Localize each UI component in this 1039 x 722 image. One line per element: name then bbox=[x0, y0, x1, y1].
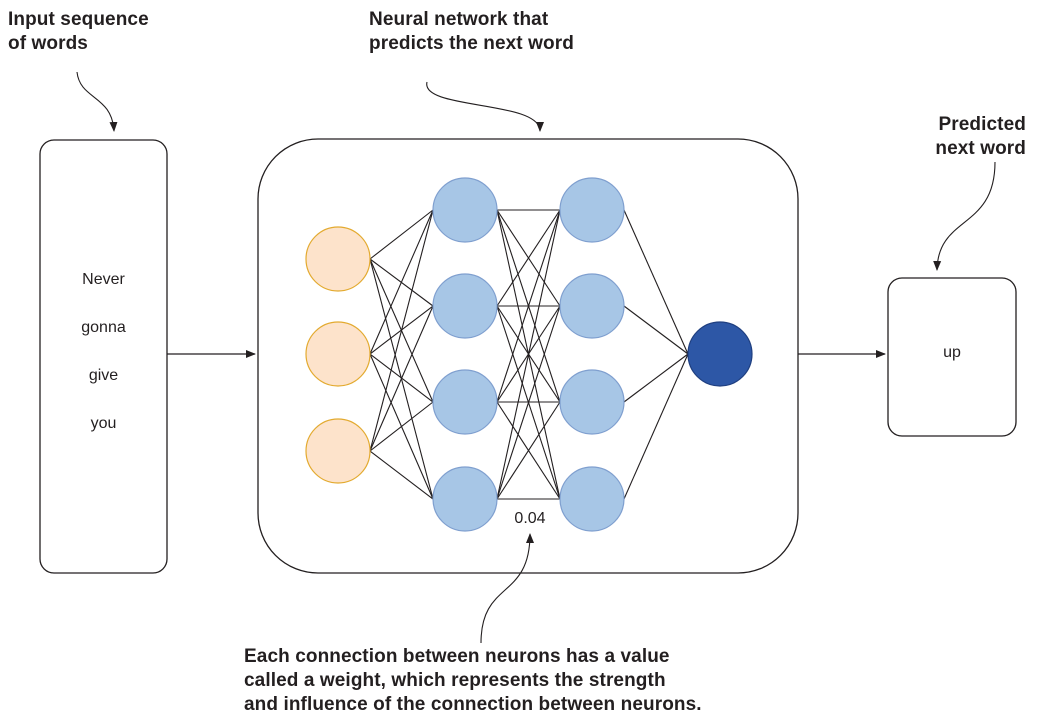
output-label-leader-arrow bbox=[933, 161, 996, 271]
input-word: Never bbox=[82, 271, 125, 288]
connection-line bbox=[496, 209, 561, 307]
predicted-next-word-label: Predicted next word bbox=[930, 113, 1026, 161]
predicted-word-box bbox=[887, 277, 1017, 437]
weight-note-line-1: Each connection between neurons has a va… bbox=[244, 646, 670, 667]
hidden-neuron-layer-1 bbox=[432, 466, 498, 532]
connection-line bbox=[369, 209, 434, 355]
network-neurons bbox=[305, 177, 753, 532]
connection-line bbox=[369, 209, 434, 260]
weight-value-label: 0.04 bbox=[514, 510, 545, 527]
input-word: give bbox=[88, 367, 119, 384]
connection-line bbox=[496, 209, 561, 500]
neural-network-label: Neural network that predicts the next wo… bbox=[369, 8, 574, 56]
network-label-line-2: predicts the next word bbox=[369, 33, 574, 54]
hidden-neuron-layer-2 bbox=[559, 466, 625, 532]
input-word: gonna bbox=[81, 319, 126, 336]
connection-line bbox=[623, 305, 689, 355]
network-label-leader-arrow bbox=[426, 81, 544, 132]
weight-explanation-note: Each connection between neurons has a va… bbox=[244, 645, 702, 717]
hidden-neuron-layer-1 bbox=[432, 273, 498, 339]
input-sequence-label: Input sequence of words bbox=[8, 8, 149, 56]
connection-line bbox=[496, 209, 561, 403]
hidden-neuron-layer-1 bbox=[432, 369, 498, 435]
output-label-line-2: next word bbox=[935, 138, 1026, 159]
predicted-word: up bbox=[943, 344, 961, 361]
connection-line bbox=[496, 401, 561, 500]
weight-note-line-3: and influence of the connection between … bbox=[244, 694, 702, 715]
network-label-line-1: Neural network that bbox=[369, 9, 549, 30]
weight-note-leader-arrow bbox=[480, 533, 534, 644]
input-word: you bbox=[90, 415, 117, 432]
weight-note-line-2: called a weight, which represents the st… bbox=[244, 670, 666, 691]
input-neuron bbox=[305, 226, 371, 292]
input-label-leader-arrow bbox=[76, 71, 118, 132]
hidden-neuron-layer-2 bbox=[559, 369, 625, 435]
connection-line bbox=[369, 401, 434, 452]
connection-line bbox=[623, 353, 689, 500]
output-label-line-1: Predicted bbox=[938, 114, 1026, 135]
input-label-line-1: Input sequence bbox=[8, 9, 149, 30]
input-neuron bbox=[305, 321, 371, 387]
connection-line bbox=[369, 305, 434, 452]
input-sequence-box bbox=[39, 139, 168, 574]
connection-line bbox=[623, 353, 689, 403]
output-neuron bbox=[687, 321, 753, 387]
connection-line bbox=[496, 305, 561, 500]
hidden-neuron-layer-2 bbox=[559, 273, 625, 339]
connection-line bbox=[369, 209, 434, 452]
input-neuron bbox=[305, 418, 371, 484]
hidden-neuron-layer-2 bbox=[559, 177, 625, 243]
connection-line bbox=[369, 450, 434, 500]
connection-line bbox=[623, 209, 689, 355]
network-connections bbox=[369, 209, 689, 500]
hidden-neuron-layer-1 bbox=[432, 177, 498, 243]
input-label-line-2: of words bbox=[8, 33, 88, 54]
